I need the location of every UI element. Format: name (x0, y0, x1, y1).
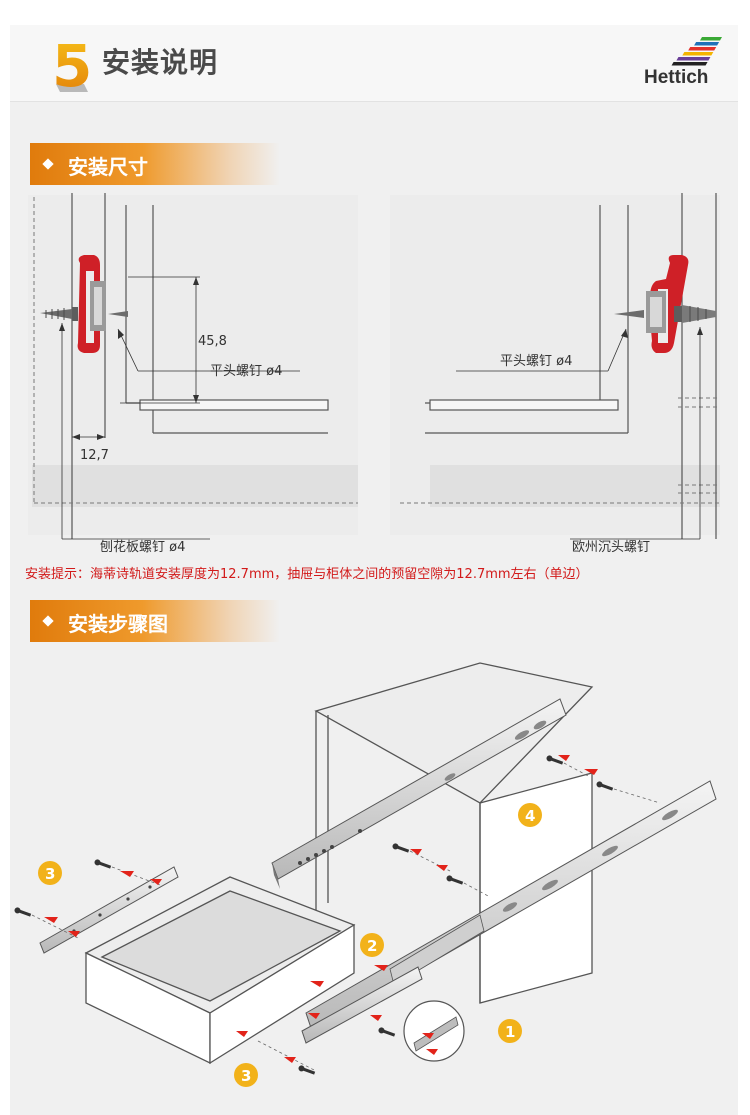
euro-screw-label: 欧州沉头螺钉 (572, 540, 650, 553)
page: 5 安装说明 Hettich 安装尺寸 (10, 25, 738, 1115)
svg-text:3: 3 (45, 865, 55, 883)
logo-text: Hettich (644, 67, 709, 88)
logo-stripes-icon (671, 37, 722, 66)
step-badge-3-bottom: 3 (234, 1063, 258, 1087)
dimension-diagram: 45,8 平头螺钉 ø4 12,7 刨花板螺钉 ø4 (28, 193, 720, 553)
step-badge-1: 1 (498, 1019, 522, 1043)
gap-dimension: 12,7 (80, 448, 109, 463)
installation-tip: 安装提示：海蒂诗轨道安装厚度为12.7mm，抽屉与柜体之间的预留空隙为12.7m… (25, 567, 589, 582)
page-title: 安装说明 (102, 46, 219, 79)
section-title: 安装尺寸 (68, 155, 148, 179)
section-banner-dimensions: 安装尺寸 (30, 143, 280, 185)
cabinet-rail-lower (305, 780, 717, 1032)
flat-screw-label-right: 平头螺钉 ø4 (500, 354, 572, 369)
installation-steps-diagram: 1 2 3 3 4 (14, 662, 717, 1087)
red-arrows (44, 755, 598, 1063)
section-banner-steps: 安装步骤图 (30, 600, 280, 642)
svg-text:3: 3 (241, 1067, 251, 1085)
step-badge-2: 2 (360, 933, 384, 957)
rail-profile-left (77, 255, 106, 353)
cabinet-rail-upper (271, 698, 567, 889)
step-number-graphic: 5 (52, 36, 90, 94)
svg-text:1: 1 (505, 1023, 515, 1041)
step-number: 5 (52, 36, 90, 94)
screw-left-icon (40, 307, 128, 321)
screws (14, 755, 614, 1075)
svg-text:4: 4 (525, 807, 535, 825)
svg-text:2: 2 (367, 937, 377, 955)
step-badge-3-top: 3 (38, 861, 62, 885)
diamond-icon (42, 158, 54, 170)
drawer-box (84, 876, 356, 1065)
rail-profile-right (646, 255, 689, 353)
step-badge-4: 4 (518, 803, 542, 827)
detail-magnifier (403, 1000, 465, 1062)
header: 5 安装说明 Hettich (10, 25, 738, 102)
height-dimension: 45,8 (198, 334, 227, 349)
section-title: 安装步骤图 (68, 612, 168, 636)
diamond-icon (42, 615, 54, 627)
hettich-logo: Hettich (644, 35, 724, 91)
chipboard-screw-label: 刨花板螺钉 ø4 (100, 539, 185, 553)
flat-screw-label-left: 平头螺钉 ø4 (210, 364, 282, 379)
screw-right-icon (614, 305, 716, 323)
drawer-rail-right (301, 966, 423, 1044)
